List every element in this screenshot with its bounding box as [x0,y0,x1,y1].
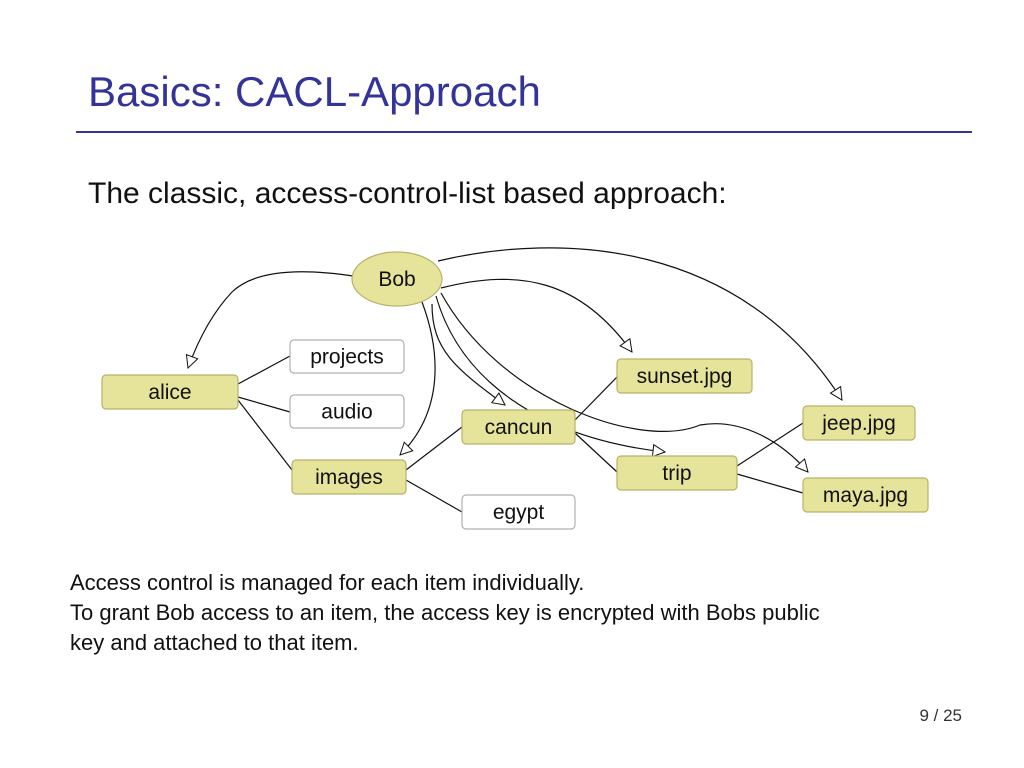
node-trip: trip [616,455,738,491]
node-shape-cancun [461,409,576,445]
tree-edge-trip-maya [736,473,804,494]
slide-title: Basics: CACL-Approach [88,68,541,115]
title-divider [76,131,972,133]
tree-edge-trip-jeep [736,422,804,467]
node-cancun: cancun [461,409,576,445]
node-label-bob: Bob [378,268,415,291]
tree-edge-images-egypt [405,479,463,513]
intro-text: The classic, access-control-list based a… [88,177,727,210]
node-shape-audio [289,394,405,429]
node-label-jeep: jeep.jpg [821,412,896,435]
node-shape-bob [351,251,443,307]
node-jeep: jeep.jpg [802,405,916,441]
node-bob: Bob [351,251,443,307]
body-line-2: To grant Bob access to an item, the acce… [70,600,820,625]
body-text: Access control is managed for each item … [70,568,970,658]
node-label-maya: maya.jpg [823,484,908,507]
node-shape-egypt [461,494,576,530]
node-label-cancun: cancun [485,416,553,439]
body-line-1: Access control is managed for each item … [70,570,585,595]
tree-edge-alice-images [237,399,293,471]
node-shape-maya [802,477,929,513]
access-edge-bob-maya [440,292,808,472]
tree-edge-images-cancun [405,426,463,471]
access-edge-bob-jeep [437,247,842,400]
node-label-egypt: egypt [493,501,545,524]
node-egypt: egypt [461,494,576,530]
node-alice: alice [101,374,239,410]
node-audio: audio [289,394,405,429]
access-edge-bob-alice [188,271,354,368]
access-edge-bob-trip [435,295,665,452]
tree-edge-alice-audio [237,396,291,413]
node-label-trip: trip [662,462,691,485]
nodes-layer: Bob alice projects audio images cancun egypt su… [101,251,929,530]
node-maya: maya.jpg [802,477,929,513]
node-shape-sunset [616,358,753,394]
access-edge-bob-images [400,301,436,455]
node-shape-trip [616,455,738,491]
tree-edge-alice-projects [237,355,291,385]
tree-edge-cancun-trip [574,432,618,473]
page-number: 9 / 25 [919,706,962,725]
node-label-alice: alice [148,381,191,404]
node-label-sunset: sunset.jpg [637,365,733,388]
body-line-3: key and attached to that item. [70,630,359,655]
node-shape-alice [101,374,239,410]
node-shape-images [291,459,407,495]
node-label-projects: projects [310,346,384,369]
node-sunset: sunset.jpg [616,358,753,394]
node-projects: projects [289,339,405,374]
node-shape-jeep [802,405,916,441]
edges-layer [188,247,842,513]
access-edge-bob-cancun [431,303,505,405]
tree-edge-cancun-sunset [574,376,618,421]
node-label-audio: audio [321,401,372,424]
access-edge-bob-sunset [440,278,632,352]
node-label-images: images [315,466,383,489]
node-images: images [291,459,407,495]
node-shape-projects [289,339,405,374]
